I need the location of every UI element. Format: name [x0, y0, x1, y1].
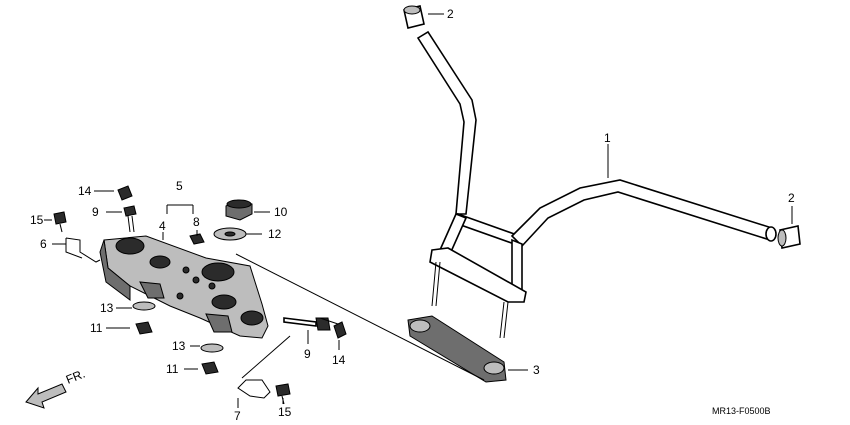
bracket-6: [65, 237, 101, 263]
bolt-9-lower: [283, 317, 317, 327]
handlebar-cross-brace: [457, 212, 521, 248]
callout-2-top: 2: [447, 7, 454, 21]
assembly-lines: [235, 253, 485, 381]
callout-15-upper: 15: [30, 213, 44, 227]
callout-8: 8: [193, 215, 200, 229]
handlebar-right-tube: [510, 179, 773, 248]
callout-3: 3: [533, 363, 540, 377]
nut-14-upper: [117, 185, 133, 201]
drawing-code: MR13-F0500B: [712, 406, 771, 416]
leader-lines: [44, 13, 793, 408]
callout-4: 4: [159, 219, 166, 233]
handlebar-left-tube: [416, 30, 477, 215]
lower-holder-part: [407, 315, 507, 383]
hardware: [53, 185, 347, 405]
callout-10: 10: [274, 205, 288, 219]
callout-9-upper: 9: [92, 205, 99, 219]
front-label: FR.: [64, 367, 87, 387]
callout-1: 1: [604, 131, 611, 145]
handlebar-left-stud: [431, 261, 441, 307]
washer-13-upper: [132, 301, 156, 311]
callout-labels: 1 2 2 3 4 5 6 7 8 9 9 10 11 11 12 13 13 …: [30, 7, 795, 423]
bolt-15-upper: [53, 211, 67, 225]
handlebar-right-stud: [499, 301, 509, 339]
washer-13-lower: [200, 343, 224, 353]
callout-15-lower: 15: [278, 405, 292, 419]
callout-9-lower: 9: [304, 347, 311, 361]
callout-13-upper: 13: [100, 301, 114, 315]
callout-5: 5: [176, 179, 183, 193]
bolt-15-lower: [275, 383, 291, 397]
callout-13-lower: 13: [172, 339, 186, 353]
callout-11-lower: 11: [166, 362, 179, 376]
callout-14-lower: 14: [332, 353, 346, 367]
nut-11-lower: [201, 361, 219, 375]
end-cap-right: [777, 225, 801, 249]
callout-14-upper: 14: [78, 184, 92, 198]
callout-7: 7: [234, 409, 241, 423]
callout-11-upper: 11: [90, 321, 103, 335]
nut-11-upper: [135, 321, 153, 335]
handlebar-right-end: [765, 226, 777, 242]
callout-12: 12: [268, 227, 282, 241]
bracket-7: [237, 379, 271, 399]
front-direction-indicator: FR.: [25, 367, 87, 409]
callout-6: 6: [40, 237, 47, 251]
end-cap-top: [403, 5, 425, 29]
handlebar-lower-clamp: [429, 247, 527, 303]
callout-2-right: 2: [788, 191, 795, 205]
handlebar-part: [416, 30, 777, 339]
nut-14-lower: [333, 321, 347, 339]
bolt-9-upper: [123, 205, 137, 217]
top-bridge-part: [99, 235, 269, 339]
front-arrow-icon: [25, 383, 67, 409]
